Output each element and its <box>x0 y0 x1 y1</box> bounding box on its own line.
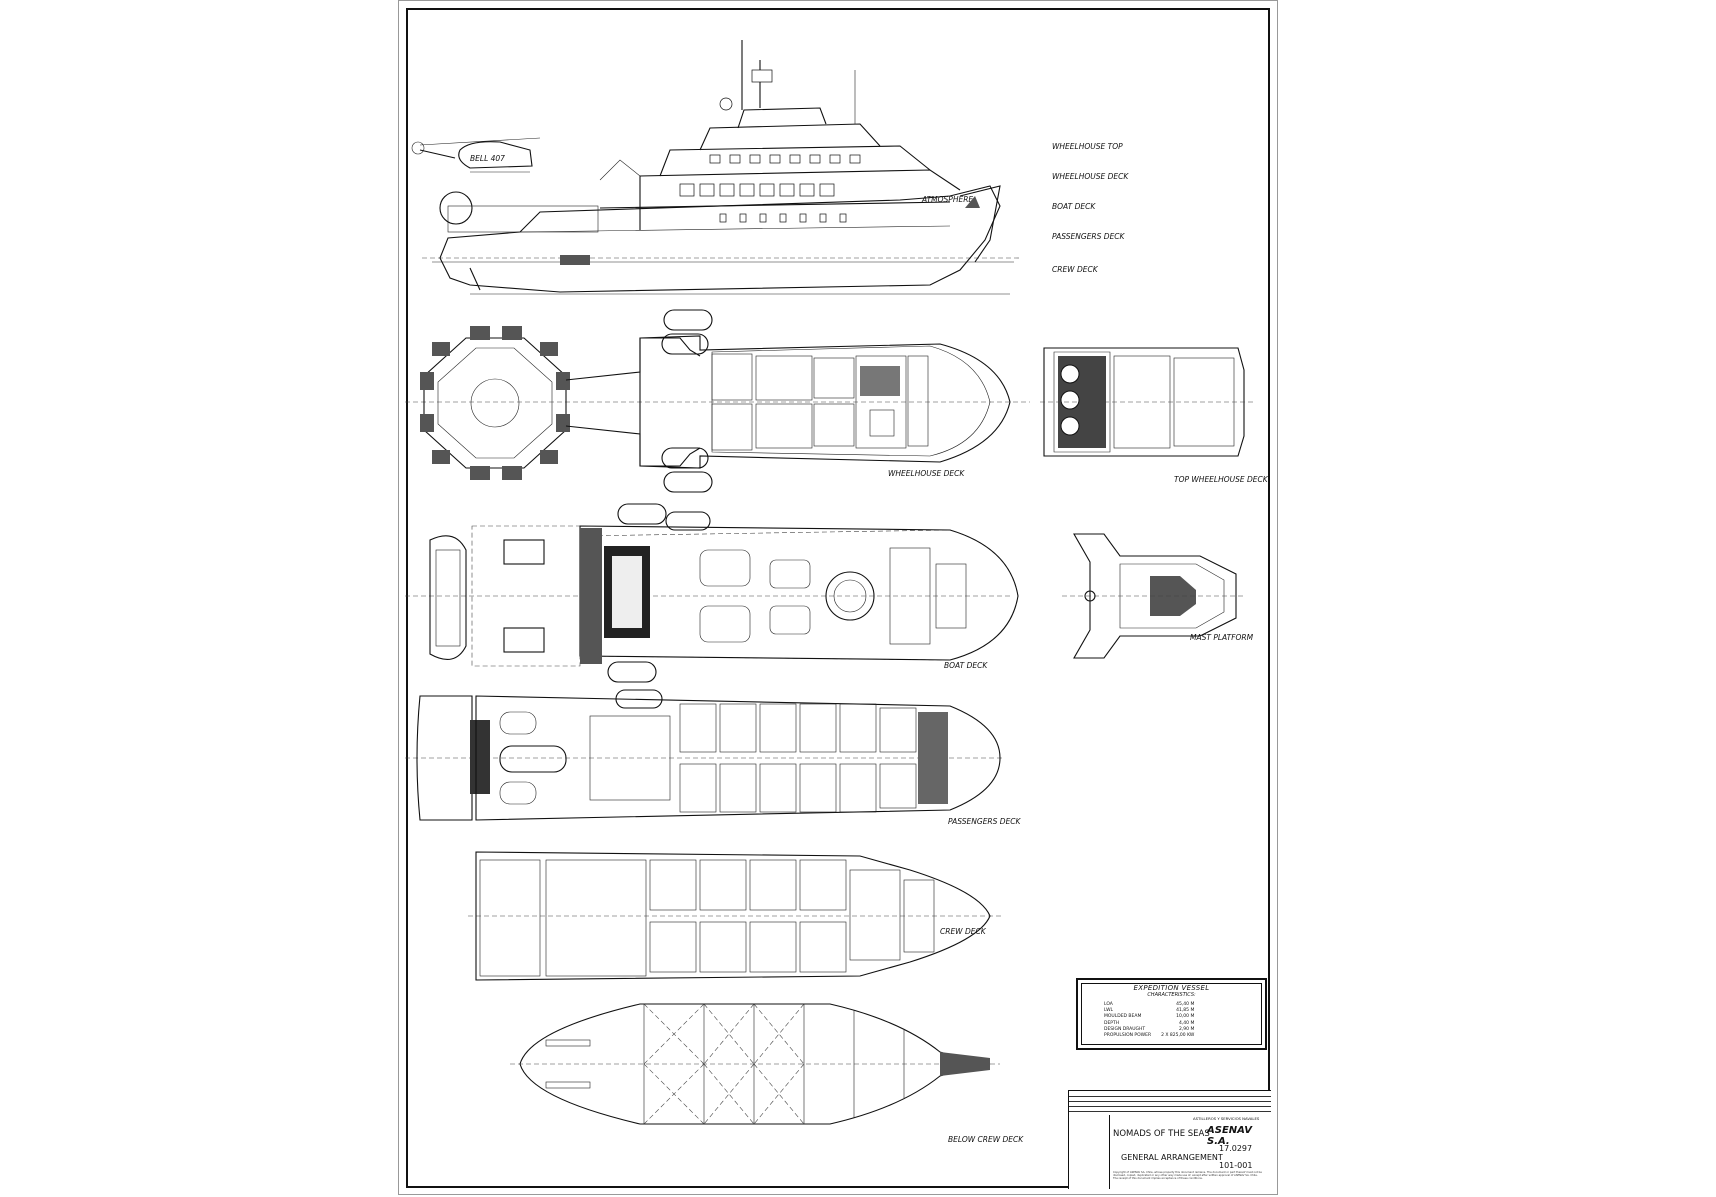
copyright-note: Copyright of ASENAV SA. Chile, whose pro… <box>1113 1171 1262 1181</box>
label-wheelhouse-deck: WHEELHOUSE DECK <box>1052 172 1129 181</box>
plan-label-below-crew-deck: BELOW CREW DECK <box>948 1135 1024 1144</box>
project-name: NOMADS OF THE SEAS <box>1113 1129 1210 1139</box>
characteristic-label: LOA <box>1104 1002 1113 1007</box>
helicopter-icon: BELL 407 <box>411 137 541 173</box>
top-wheelhouse-deck-plan: TOP WHEELHOUSE DECK <box>1040 347 1269 484</box>
characteristic-value: 45,40 M <box>1176 1002 1195 1007</box>
label-boat-deck: BOAT DECK <box>1052 202 1096 211</box>
characteristics-row: LWL 41,85 M <box>1104 1008 1194 1014</box>
characteristic-label: MOULDED BEAM <box>1104 1014 1142 1020</box>
project-number: 17.0297 <box>1219 1144 1253 1153</box>
characteristics-row: MOULDED BEAM 10,00 M <box>1104 1014 1194 1020</box>
company-line: ASTILLEROS Y SERVICIOS NAVALES <box>1193 1116 1260 1121</box>
characteristic-label: DEPTH <box>1104 1020 1120 1026</box>
helicopter-label: BELL 407 <box>470 154 505 163</box>
plan-label-wheelhouse-deck: WHEELHOUSE DECK <box>888 469 965 478</box>
title-block: ASTILLEROS Y SERVICIOS NAVALES ASENAV S.… <box>1068 1090 1271 1189</box>
passenger-cabins <box>679 703 948 813</box>
plan-label-crew-deck: CREW DECK <box>940 927 987 936</box>
crew-deck-plan: CREW DECK <box>468 851 1002 981</box>
characteristics-inner-frame <box>1081 983 1262 1045</box>
characteristics-subtitle: CHARACTERISTICS: <box>1147 992 1196 998</box>
plan-label-top-wheelhouse-deck: TOP WHEELHOUSE DECK <box>1174 475 1269 484</box>
characteristics-row: DEPTH 4,40 M <box>1104 1021 1194 1027</box>
characteristic-label: DESIGN DRAUGHT <box>1104 1026 1146 1032</box>
drawing-title: GENERAL ARRANGEMENT <box>1121 1153 1223 1162</box>
characteristics-title: EXPEDITION VESSEL <box>1133 984 1210 992</box>
profile-view: BELL 407 ATMOSPHERE WHEELHOUSE TOP WHEEL… <box>411 40 1129 295</box>
characteristics-box: EXPEDITION VESSEL CHARACTERISTICS: LOA 45… <box>1076 978 1267 1050</box>
plan-label-boat-deck: BOAT DECK <box>944 661 988 670</box>
label-wheelhouse-top: WHEELHOUSE TOP <box>1052 142 1123 151</box>
below-deck-bulkheads <box>643 1003 905 1125</box>
title-block-approval-column <box>1069 1115 1110 1189</box>
wheelhouse-deck-plan: WHEELHOUSE DECK <box>405 309 1030 493</box>
label-passengers-deck: PASSENGERS DECK <box>1052 232 1126 241</box>
revision-table <box>1069 1091 1271 1115</box>
helideck-pads <box>420 326 570 480</box>
label-crew-deck: CREW DECK <box>1052 265 1099 274</box>
profile-windows <box>679 154 861 223</box>
mast-platform-plan: MAST PLATFORM <box>1062 533 1254 659</box>
drawing-number: 101-001 <box>1219 1161 1253 1170</box>
tender-boats-wheelhouse <box>661 309 713 493</box>
boat-deck-plan: BOAT DECK <box>405 503 1019 709</box>
asenav-logo: ASENAV S.A. <box>1207 1125 1252 1147</box>
drawing-frame <box>406 8 1270 1188</box>
characteristic-label: LWL <box>1104 1008 1114 1014</box>
characteristic-value: 10,00 M <box>1176 1014 1195 1020</box>
characteristic-value: 2,90 M <box>1179 1026 1195 1032</box>
characteristics-row: DESIGN DRAUGHT 2,90 M <box>1104 1027 1194 1033</box>
crew-cabins <box>649 859 935 973</box>
characteristic-value: 41,85 M <box>1176 1008 1195 1014</box>
wheelhouse-rooms <box>711 353 929 451</box>
characteristic-label: PROPULSION POWER <box>1104 1032 1152 1038</box>
plan-label-mast-platform: MAST PLATFORM <box>1190 633 1254 642</box>
characteristics-row: LOA 45,40 M <box>1104 1002 1194 1008</box>
plan-label-passengers-deck: PASSENGERS DECK <box>948 817 1022 826</box>
characteristic-value: 2 X 825,00 KW <box>1161 1032 1195 1038</box>
characteristic-value: 4,40 M <box>1179 1020 1195 1026</box>
passengers-deck-plan: PASSENGERS DECK <box>405 695 1022 826</box>
vessel-name-label: ATMOSPHERE <box>921 195 973 204</box>
below-crew-deck-plan: BELOW CREW DECK <box>510 1003 1024 1144</box>
characteristics-row: PROPULSION POWER 2 X 825,00 KW <box>1104 1033 1194 1039</box>
